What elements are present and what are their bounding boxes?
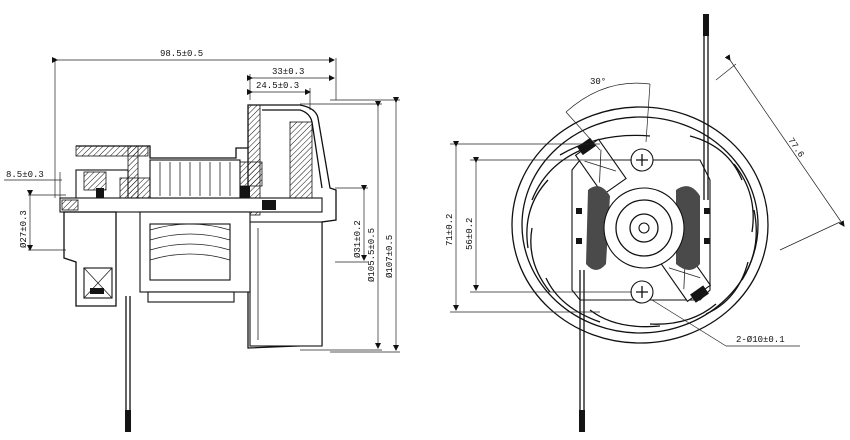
- dim-holes: 2-Ø10±0.1: [736, 335, 785, 345]
- terminal-x2: [83, 267, 113, 299]
- side-section-view: 98.5±0.5 33±0.3 24.5±0.3 8.5±0.3 Ø27±0.3…: [4, 49, 400, 432]
- shaft-end-bearing: [61, 199, 79, 211]
- lead-wire-tip-bottom: [579, 410, 585, 432]
- dim-77-6: 77.6: [786, 136, 806, 160]
- front-view: 71±0.2 56±0.2 30° 77.6 2-Ø10±0.1: [445, 14, 845, 432]
- dim-dia-31: Ø31±0.2: [353, 220, 363, 258]
- commutator-contact: [96, 188, 104, 202]
- terminal-markers: [576, 208, 710, 244]
- stator-base: [147, 291, 235, 303]
- dim-line-77-6: [724, 54, 845, 227]
- rotor-mid: [615, 199, 673, 257]
- rotor-hub: [629, 213, 659, 243]
- dim-dia-27: Ø27±0.3: [19, 210, 29, 248]
- terminal-clip: [90, 288, 104, 294]
- shaft-center: [638, 222, 650, 234]
- angle-30: 30°: [590, 77, 606, 87]
- commutator: [119, 177, 155, 199]
- angle-leg-a: [565, 111, 601, 151]
- dim-dia-107: Ø107±0.5: [385, 235, 395, 278]
- ext-77-6-b: [779, 221, 841, 251]
- fan-cover-wall: [247, 104, 261, 216]
- screw-cross-top: [636, 154, 648, 166]
- motor-shaft: [59, 197, 323, 213]
- brush-housing-top: [574, 137, 627, 196]
- lead-wire-tip-top: [703, 14, 709, 36]
- fan-cover-lower: [249, 221, 323, 347]
- lead-wire-tip-left: [125, 410, 131, 432]
- dim-33: 33±0.3: [272, 67, 304, 77]
- armature-laminations: [159, 162, 231, 196]
- dim-dia-105-5: Ø105.5±0.5: [367, 228, 377, 282]
- angle-leg-b: [645, 83, 651, 143]
- dim-8-5: 8.5±0.3: [6, 170, 44, 180]
- screw-cross-bottom: [636, 286, 648, 298]
- dim-56: 56±0.2: [465, 218, 475, 250]
- armature-core: [149, 159, 241, 199]
- stator-core: [149, 223, 231, 281]
- dim-24-5: 24.5±0.3: [256, 81, 299, 91]
- stator-winding-lines: [149, 223, 231, 261]
- angle-arc-30: [565, 82, 651, 113]
- brush: [83, 171, 107, 191]
- field-coil-left: [586, 186, 610, 270]
- dim-71: 71±0.2: [445, 214, 455, 246]
- winding-end: [239, 161, 263, 187]
- field-coil-right: [676, 186, 700, 270]
- holes-leader: [651, 299, 727, 347]
- bearing-right: [262, 200, 276, 210]
- ext-77-6-a: [715, 63, 737, 81]
- end-cap: [63, 211, 117, 307]
- dim-overall-length: 98.5±0.5: [160, 49, 203, 59]
